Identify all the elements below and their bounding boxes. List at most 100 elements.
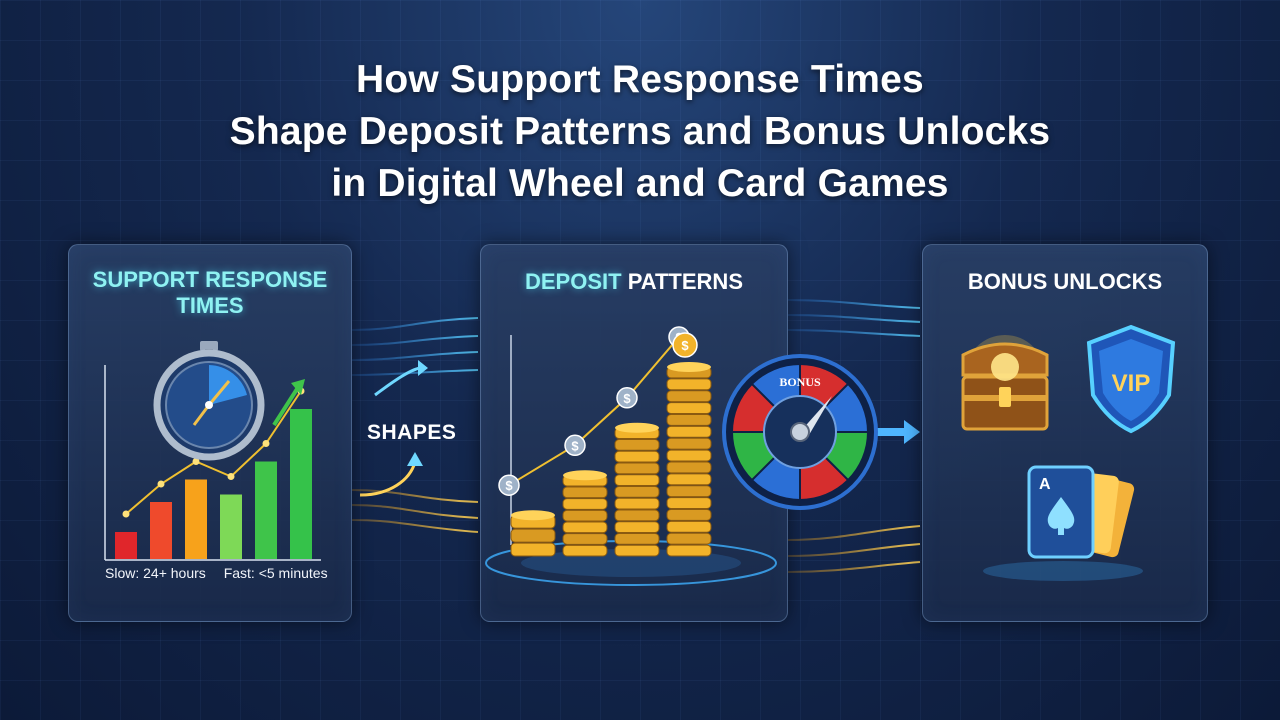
coin bbox=[666, 485, 712, 498]
slow-label: Slow: 24+ hours bbox=[105, 565, 206, 581]
coin bbox=[614, 533, 660, 545]
coin bbox=[666, 509, 712, 521]
coin bbox=[614, 509, 660, 522]
coin-stack-icon bbox=[614, 422, 660, 557]
shapes-arrow-lower bbox=[359, 461, 417, 497]
coin bbox=[666, 520, 712, 533]
coin bbox=[510, 542, 556, 557]
coin-stack-icon bbox=[510, 510, 556, 557]
support-trend-dot bbox=[157, 480, 165, 488]
coin bbox=[666, 461, 712, 474]
dollar-sign: $ bbox=[571, 438, 579, 453]
support-axis-labels: Slow: 24+ hours Fast: <5 minutes bbox=[105, 565, 342, 581]
coin bbox=[562, 498, 608, 510]
deposit-trend-line bbox=[508, 335, 686, 487]
support-panel-title: SUPPORT RESPONSE TIMES bbox=[69, 267, 351, 319]
bonus-unlocks-panel: BONUS UNLOCKS VIP A bbox=[922, 244, 1208, 622]
card-rank: A bbox=[1039, 476, 1051, 493]
support-bar bbox=[290, 409, 312, 559]
dollar-coin-icon bbox=[498, 474, 520, 496]
vip-text: VIP bbox=[1112, 370, 1151, 397]
wheel-hub bbox=[790, 422, 810, 442]
bonus-wheel-icon: BONUS bbox=[722, 354, 878, 510]
coin-top bbox=[615, 422, 659, 433]
support-trend-line bbox=[125, 390, 302, 515]
deposit-panel-title: DEPOSIT PATTERNS bbox=[481, 269, 787, 295]
connector-left-blue bbox=[351, 317, 479, 376]
support-title-line-2: TIMES bbox=[176, 293, 244, 318]
treasure-chest-icon bbox=[961, 335, 1049, 431]
deposit-title-part-2: PATTERNS bbox=[621, 269, 743, 294]
support-growth-arrow-head bbox=[291, 379, 305, 395]
coin-stack-icon bbox=[666, 362, 712, 557]
bonus-panel-title: BONUS UNLOCKS bbox=[967, 269, 1163, 294]
coin bbox=[562, 544, 608, 557]
wheel-bonus-label: BONUS bbox=[779, 375, 821, 389]
coin bbox=[666, 473, 712, 486]
dollar-coin-icon bbox=[564, 434, 586, 457]
dollar-sign: $ bbox=[623, 391, 631, 406]
fast-label: Fast: <5 minutes bbox=[223, 565, 328, 581]
coin bbox=[562, 521, 608, 534]
coin-top bbox=[667, 362, 711, 372]
coin bbox=[614, 439, 660, 451]
shapes-label: SHAPES bbox=[367, 421, 457, 444]
playing-cards-icon: A bbox=[983, 465, 1143, 581]
connector-left-gold bbox=[351, 489, 479, 533]
support-trend-dot bbox=[262, 440, 270, 447]
support-bars bbox=[115, 409, 312, 559]
support-growth-arrow bbox=[272, 387, 299, 427]
title-line-2: Shape Deposit Patterns and Bonus Unlocks bbox=[229, 110, 1051, 153]
support-bar bbox=[255, 461, 277, 559]
title-line-3: in Digital Wheel and Card Games bbox=[331, 162, 949, 205]
coin bbox=[510, 528, 556, 543]
coin bbox=[614, 474, 660, 487]
deposit-title-part-1: DEPOSIT bbox=[525, 269, 622, 294]
coin bbox=[562, 509, 608, 522]
dollar-sign: $ bbox=[681, 338, 689, 353]
dollar-coin-icon bbox=[616, 387, 638, 409]
coin bbox=[666, 378, 712, 391]
support-bar bbox=[150, 502, 172, 559]
support-bar bbox=[115, 532, 137, 559]
coin bbox=[666, 532, 712, 545]
coin bbox=[614, 462, 660, 475]
shapes-arrow-upper bbox=[374, 366, 421, 397]
coin bbox=[614, 544, 660, 557]
coin bbox=[666, 414, 712, 426]
support-trend-dot bbox=[227, 473, 235, 480]
deposit-graphic: $$$$$ bbox=[485, 326, 777, 586]
support-bar bbox=[220, 494, 242, 559]
coin-stacks bbox=[510, 362, 712, 557]
coin bbox=[666, 544, 712, 557]
coin bbox=[614, 486, 660, 498]
coin bbox=[666, 449, 712, 462]
deposit-trend-coins: $$$$$ bbox=[498, 326, 698, 496]
coin bbox=[614, 450, 660, 463]
wheel-arrow-head bbox=[904, 420, 920, 444]
support-trend-dot bbox=[122, 510, 130, 518]
title-line-1: How Support Response Times bbox=[356, 58, 924, 101]
coin-stack-icon bbox=[562, 470, 608, 557]
dollar-coin-icon bbox=[672, 332, 698, 358]
support-chart-graphic bbox=[104, 341, 321, 561]
coin bbox=[666, 390, 712, 403]
coin bbox=[562, 486, 608, 499]
coin bbox=[666, 437, 712, 450]
page-title: How Support Response Times Shape Deposit… bbox=[0, 54, 1280, 210]
vip-shield-icon: VIP bbox=[1086, 324, 1176, 434]
support-bar bbox=[185, 479, 207, 559]
dollar-sign: $ bbox=[505, 478, 513, 493]
coin-top bbox=[511, 510, 555, 521]
coin bbox=[666, 425, 712, 438]
bonus-graphic: VIP A bbox=[961, 324, 1176, 581]
support-title-line-1: SUPPORT RESPONSE bbox=[92, 267, 328, 292]
support-response-panel: SUPPORT RESPONSE TIMES Slow: 24+ hours F… bbox=[68, 244, 352, 622]
support-trend-dot bbox=[192, 458, 200, 465]
shapes-arrow-lower-head bbox=[407, 452, 423, 466]
coin bbox=[614, 521, 660, 534]
coin bbox=[666, 402, 712, 414]
shapes-arrow-upper-head bbox=[418, 360, 428, 376]
coin-top bbox=[563, 470, 607, 481]
connector-right-gold bbox=[787, 525, 921, 573]
